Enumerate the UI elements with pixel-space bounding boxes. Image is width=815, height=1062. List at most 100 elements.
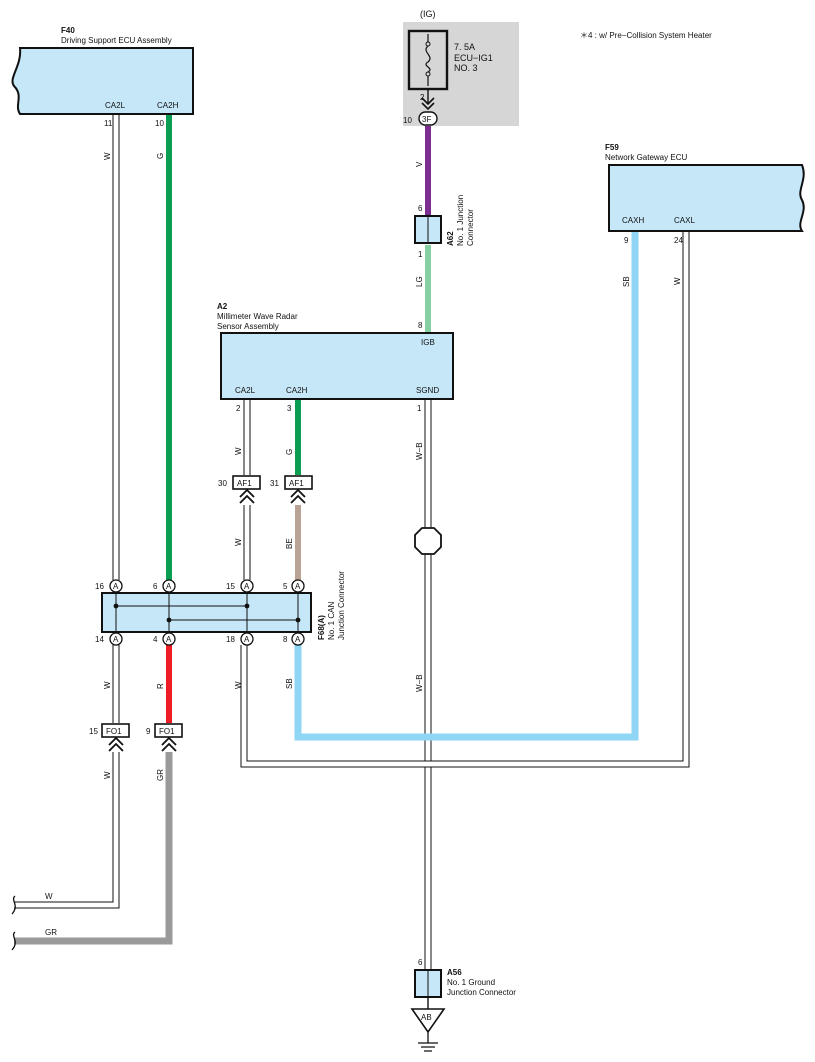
wire-label-a2-g: G [285,449,294,455]
f68-node-2 [244,603,250,609]
f68-top-pin-15: 15 [226,582,235,591]
f59-pin-num-9: 9 [624,236,629,245]
fo1-right-chevron-icon [161,736,177,752]
af1-box-left [232,475,261,490]
wire-label-lg: LG [415,276,424,287]
f40-name: Driving Support ECU Assembly [61,36,172,45]
f40-box [11,47,194,115]
f68-top-marker-6-label: A [166,582,172,591]
a56-pin: 6 [418,958,423,967]
fo1-pin-9: 9 [146,727,151,736]
a2-name2: Sensor Assembly [217,322,279,331]
fuse-pin-bottom: 10 [403,116,412,125]
f68-bottom-marker-8-label: A [295,635,301,644]
fuse-block: (IG) 7. 5A ECU−IG1 NO. 3 2 10 3F [403,9,519,126]
wire-label-a2-wb: W−B [415,442,424,460]
f68-bottom-marker-4 [162,632,176,646]
f40-ecu: F40 Driving Support ECU Assembly CA2L CA… [11,26,194,128]
a2-pin-ca2h: CA2H [286,386,308,395]
f68-top-marker-5 [291,579,305,593]
wires [11,115,690,970]
af1-label-right: AF1 [289,479,304,488]
fuse-number: NO. 3 [454,63,478,73]
wire-label-f68-sb: SB [285,678,294,689]
a2-code: A2 [217,302,228,311]
f68-bottom-pin-18: 18 [226,635,235,644]
a2-pin-num-2: 2 [236,404,241,413]
fo1-label-right: FO1 [159,727,175,736]
wire-label-w-f59: W [673,277,682,285]
splice-point-icon [414,527,442,555]
f68-bottom-marker-18-label: A [244,635,250,644]
f68-box [101,592,312,633]
fo1-connectors: 15 FO1 9 FO1 [89,723,183,752]
f68-node-4 [295,617,301,623]
f40-code: F40 [61,26,75,35]
legend-note: ＊4 : w/ Pre−Collision System Heater [580,31,712,40]
f68-name2: Junction Connector [337,571,346,640]
wire-f59-caxl-outline [240,232,690,768]
wire-label-fo1-w: W [103,771,112,779]
f68-top-marker-5-label: A [295,582,301,591]
ground-symbol-icon [418,1032,438,1052]
fuse-ig-label: (IG) [420,9,436,19]
fo1-box-right [154,723,183,738]
f68-top-marker-15-label: A [244,582,250,591]
fo1-pin-15: 15 [89,727,98,736]
a62-code: A62 [446,231,455,246]
a2-pin-ca2l: CA2L [235,386,256,395]
wire-label-fo1-gr: GR [156,769,165,781]
a2-box [220,332,454,400]
af1-label-left: AF1 [237,479,252,488]
wire-label-f40-g: G [156,153,165,159]
fuse-terminal-chevron-icon [421,97,435,111]
f68-code: F68(A) [317,615,326,640]
f68-node-1 [113,603,119,609]
a2-pin-num-3: 3 [287,404,292,413]
f68-bottom-marker-4-label: A [166,635,172,644]
f68-bottom-pin-4: 4 [153,635,158,644]
f59-pin-caxh: CAXH [622,216,644,225]
wire-label-f68-w2: W [234,681,243,689]
f68-top-marker-6 [162,579,176,593]
af1-box-right [284,475,313,490]
wire-label-sb-f59: SB [622,276,631,287]
ground-point-icon [410,1008,446,1034]
a56-name1: No. 1 Ground [447,978,495,987]
wire-fo1-w [14,752,119,908]
af1-left-chevron-icon [239,488,255,504]
f59-name: Network Gateway ECU [605,153,687,162]
a62-name1: No. 1 Junction [456,195,465,246]
a2-pin-igb: IGB [421,338,435,347]
f40-pin-ca2h: CA2H [157,101,179,110]
fuse-connector [418,111,438,126]
a62-pin-top: 6 [418,204,423,213]
a62-name2: Connector [466,209,475,246]
wire-label-a2-w: W [234,447,243,455]
a56-ground-junction: 6 A56 No. 1 Ground Junction Connector AB [410,958,516,1052]
af1-pin-30: 30 [218,479,227,488]
f68-bottom-marker-14-label: A [113,635,119,644]
af1-connectors: 30 AF1 31 AF1 [218,475,313,504]
fo1-left-chevron-icon [108,736,124,752]
a56-code: A56 [447,968,462,977]
wire-label-f68-r: R [156,683,165,689]
f68-can-junction: 16 A 6 A 15 A 5 A 14 A 4 A 18 A 8 A F68(… [95,571,346,646]
wire-label-v: V [415,161,424,167]
break-mark-gr [11,931,16,951]
f68-bottom-pin-14: 14 [95,635,104,644]
wire-fo1-w-outline [14,752,120,909]
f68-top-pin-5: 5 [283,582,288,591]
fuse-name: ECU−IG1 [454,53,493,63]
f40-pin-num-11: 11 [104,119,113,128]
wire-label-out-w: W [45,892,53,901]
wire-fo1-gr [14,752,173,945]
ground-point-label: AB [421,1013,432,1022]
f59-gateway: F59 Network Gateway ECU CAXH CAXL 9 24 [605,143,805,245]
af1-pin-31: 31 [270,479,279,488]
fo1-label-left: FO1 [106,727,122,736]
wire-f59-caxl [241,232,689,767]
f59-code: F59 [605,143,619,152]
f68-bottom-pin-8: 8 [283,635,288,644]
